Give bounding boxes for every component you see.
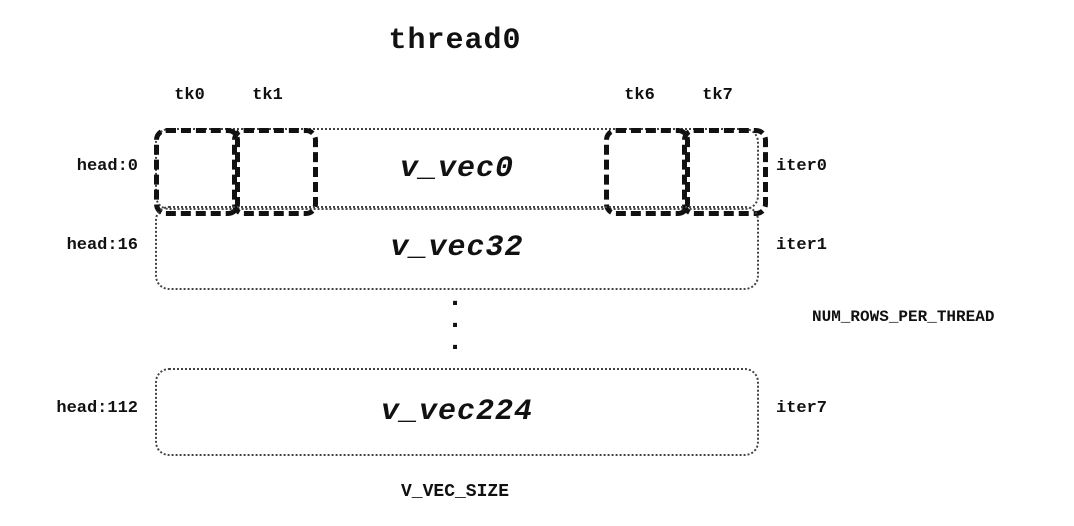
iter-label-1: iter1 — [776, 236, 828, 255]
tk7-box — [682, 128, 768, 216]
tk6-label: tk6 — [624, 86, 655, 105]
tk1-box — [232, 128, 318, 216]
vec-label-iter1: v_vec32 — [390, 231, 524, 265]
iter-label-0: iter0 — [776, 157, 828, 176]
vec-label-iter7: v_vec224 — [380, 395, 534, 429]
v-vec-size-label: V_VEC_SIZE — [400, 482, 510, 502]
num-rows-per-thread-label: NUM_ROWS_PER_THREAD — [812, 308, 995, 326]
tk1-label: tk1 — [252, 86, 283, 105]
vector-row-iter0: v_vec0 — [154, 128, 768, 216]
vector-row-iter1: v_vec32 — [155, 206, 759, 290]
iter-label-7: iter7 — [776, 399, 828, 418]
tk6-box — [604, 128, 690, 216]
head-label-iter7: head:112 — [56, 399, 138, 418]
vector-row-iter7: v_vec224 — [155, 368, 759, 456]
vec-label-iter0: v_vec0 — [399, 152, 515, 186]
tk0-label: tk0 — [174, 86, 205, 105]
diagram-title: thread0 — [388, 24, 522, 58]
vertical-ellipsis: . . . — [446, 283, 464, 358]
head-label-iter0: head:0 — [76, 157, 138, 176]
tk7-label: tk7 — [702, 86, 733, 105]
tk0-box — [154, 128, 240, 216]
head-label-iter1: head:16 — [66, 236, 138, 255]
